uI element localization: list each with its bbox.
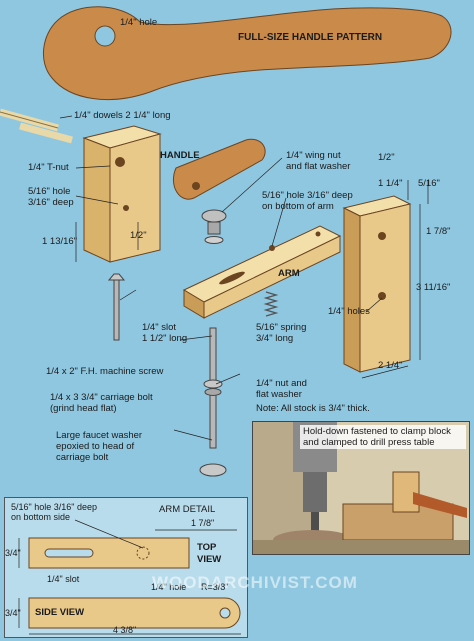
fh-screw-label: 1/4 x 2" F.H. machine screw <box>46 366 164 377</box>
upright-block-shape <box>315 195 412 373</box>
spring-label: 5/16" spring <box>256 322 307 333</box>
handle-pattern-hole <box>94 25 116 47</box>
holes-label: 1/4" holes <box>328 306 370 317</box>
photo-inset <box>252 421 470 555</box>
detail-hole-note: 5/16" hole 3/16" deep <box>11 502 97 512</box>
detail-slot-label: 1/4" slot <box>47 574 80 584</box>
wing-nut-icon <box>201 209 227 244</box>
stock-note-label: Note: All stock is 3/4" thick. <box>256 403 370 414</box>
slot-label: 1/4" slot <box>142 322 177 333</box>
watermark: WOODARCHIVIST.COM <box>152 573 358 592</box>
detail-dim-3-4-top: 3/4" <box>5 548 21 558</box>
dim-3-11-16-label: 3 11/16" <box>416 282 451 293</box>
dim-2-1-4-label: 2 1/4" <box>378 360 403 371</box>
carriage-bolt-label: 1/4 x 3 3/4" carriage bolt <box>50 392 153 403</box>
top-view-label: TOP <box>197 542 217 553</box>
photo-illustration <box>253 422 469 554</box>
hole-5-16-label: 5/16" hole <box>28 186 71 197</box>
detail-dim-3-4-side: 3/4" <box>5 608 21 618</box>
detail-dim-1-7-8: 1 7/8" <box>191 518 215 528</box>
hole-5-16-depth-label: 3/16" deep <box>28 197 74 208</box>
detail-radius-label: R=3/8" <box>201 582 229 592</box>
dim-5-16-label: 5/16" <box>418 178 440 189</box>
wingnut-label: 1/4" wing nut <box>286 150 341 161</box>
dim-1-1-4-label: 1 1/4" <box>378 178 403 189</box>
handle-label: HANDLE <box>160 150 200 161</box>
faucet-washer-label-3: carriage bolt <box>56 452 109 463</box>
detail-hole-label: 1/4" hole <box>151 582 187 592</box>
bottom-hole-side-label: on bottom of arm <box>262 201 334 212</box>
faucet-washer-label-2: epoxied to head of <box>56 441 135 452</box>
slot-length-label: 1 1/2" long <box>142 333 188 344</box>
dim-1-7-8-label: 1 7/8" <box>426 226 451 237</box>
tnut-label: 1/4" T-nut <box>28 162 69 173</box>
side-view-hole <box>219 607 231 619</box>
carriage-bolt-icon <box>203 327 223 449</box>
dim-1-13-16-label: 1 13/16" <box>42 236 78 247</box>
dim-half-block-label: 1/2" <box>130 230 147 241</box>
photo-caption: Hold-down fastened to clamp block and cl… <box>300 425 466 449</box>
handle-hole-label: 1/4" hole <box>120 17 158 28</box>
arm-detail-drawing <box>18 519 241 635</box>
carriage-bolt-note-label: (grind head flat) <box>50 403 117 414</box>
nut-washer-label: 1/4" nut and <box>256 378 307 389</box>
side-view-label: SIDE VIEW <box>35 607 85 618</box>
machine-screw-icon <box>107 273 126 341</box>
handle-pattern-shape <box>42 6 452 101</box>
handle-pattern-title: FULL-SIZE HANDLE PATTERN <box>238 32 383 43</box>
top-view-label-2: VIEW <box>197 554 222 565</box>
nut-washer-label-2: flat washer <box>256 389 302 400</box>
dowels-icon <box>0 108 73 144</box>
dim-right-half-label: 1/2" <box>378 152 395 163</box>
detail-dim-4-3-8: 4 3/8" <box>113 625 137 635</box>
spring-length-label: 3/4" long <box>256 333 294 344</box>
faucet-washer-icon <box>199 463 227 477</box>
side-view-arm <box>28 597 241 629</box>
arm-detail-title: ARM DETAIL <box>159 504 216 515</box>
detail-hole-note-2: on bottom side <box>11 512 71 522</box>
arm-label: ARM <box>278 268 300 279</box>
clamp-block-shape <box>82 125 162 263</box>
wingnut-washer-label: and flat washer <box>286 161 351 172</box>
bottom-hole-label: 5/16" hole 3/16" deep <box>262 190 353 201</box>
handle-piece-shape <box>172 138 266 200</box>
spring-icon <box>263 291 279 317</box>
dowels-label: 1/4" dowels 2 1/4" long <box>74 110 171 121</box>
top-view-slot <box>44 548 94 558</box>
arm-detail-panel: 5/16" hole 3/16" deep on bottom side ARM… <box>4 497 248 638</box>
arm-shape <box>182 225 342 319</box>
faucet-washer-label: Large faucet washer <box>56 430 143 441</box>
